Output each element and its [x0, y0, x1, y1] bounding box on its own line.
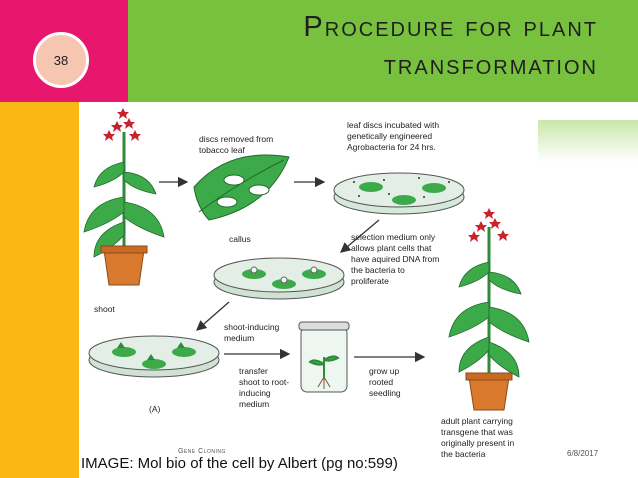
title-line-2: transformation: [383, 49, 598, 81]
slide-title: Procedure for plant transformation: [303, 8, 598, 84]
title-line-1: Procedure for plant: [303, 11, 598, 43]
incubate-label-1: leaf discs incubated with: [347, 120, 439, 130]
discs-label-1: discs removed from: [199, 134, 273, 144]
discs-label-2: tobacco leaf: [199, 145, 245, 155]
selection-label-1: selection medium only: [351, 232, 436, 242]
adult-label-3: originally present in: [441, 438, 515, 448]
slide-number: 38: [53, 52, 69, 68]
adult-label-1: adult plant carrying: [441, 416, 513, 426]
slide-number-badge: 38: [33, 32, 89, 88]
transfer-label-1: transfer: [239, 366, 268, 376]
incubate-label-2: genetically engineered: [347, 131, 432, 141]
adult-label-4: the bacteria: [441, 449, 486, 459]
footer-topic: Gene Cloning: [178, 448, 226, 455]
selection-label-5: proliferate: [351, 276, 389, 286]
image-caption: IMAGE: Mol bio of the cell by Albert (pg…: [81, 455, 398, 472]
incubate-label-3: Agrobacteria for 24 hrs.: [347, 142, 436, 152]
grow-label-1: grow up: [369, 366, 400, 376]
petri-dish-agrobacteria-icon: [333, 172, 465, 215]
grow-label-3: seedling: [369, 388, 401, 398]
shoot-label: shoot: [94, 304, 115, 314]
green-title-band: [128, 0, 638, 102]
rooting-jar-icon: [298, 321, 350, 393]
panel-label: (A): [149, 404, 161, 414]
transfer-label-2: shoot to root-: [239, 377, 289, 387]
callus-label: callus: [229, 234, 251, 244]
orange-side-bar: [0, 102, 79, 478]
shoot-medium-label-1: shoot-inducing: [224, 322, 280, 332]
footer-date: 6/8/2017: [567, 449, 599, 458]
green-fade-strip: [536, 120, 638, 162]
selection-label-4: the bacteria to: [351, 265, 405, 275]
adult-label-2: transgene that was: [441, 427, 513, 437]
selection-label-3: have aquired DNA from: [351, 254, 439, 264]
adult-plant-icon: [448, 208, 530, 411]
leaf-with-discs-icon: [193, 154, 290, 221]
transfer-label-4: medium: [239, 399, 269, 409]
tobacco-plant-icon: [83, 108, 165, 286]
plant-transformation-figure: discs removed from tobacco leaf leaf dis…: [79, 102, 538, 478]
figure-svg: discs removed from tobacco leaf leaf dis…: [83, 108, 530, 459]
petri-dish-callus-icon: [213, 257, 345, 300]
petri-dish-shoot-icon: [88, 335, 220, 378]
selection-label-2: allows plant cells that: [351, 243, 432, 253]
grow-label-2: rooted: [369, 377, 393, 387]
transfer-label-3: inducing: [239, 388, 271, 398]
shoot-medium-label-2: medium: [224, 333, 254, 343]
